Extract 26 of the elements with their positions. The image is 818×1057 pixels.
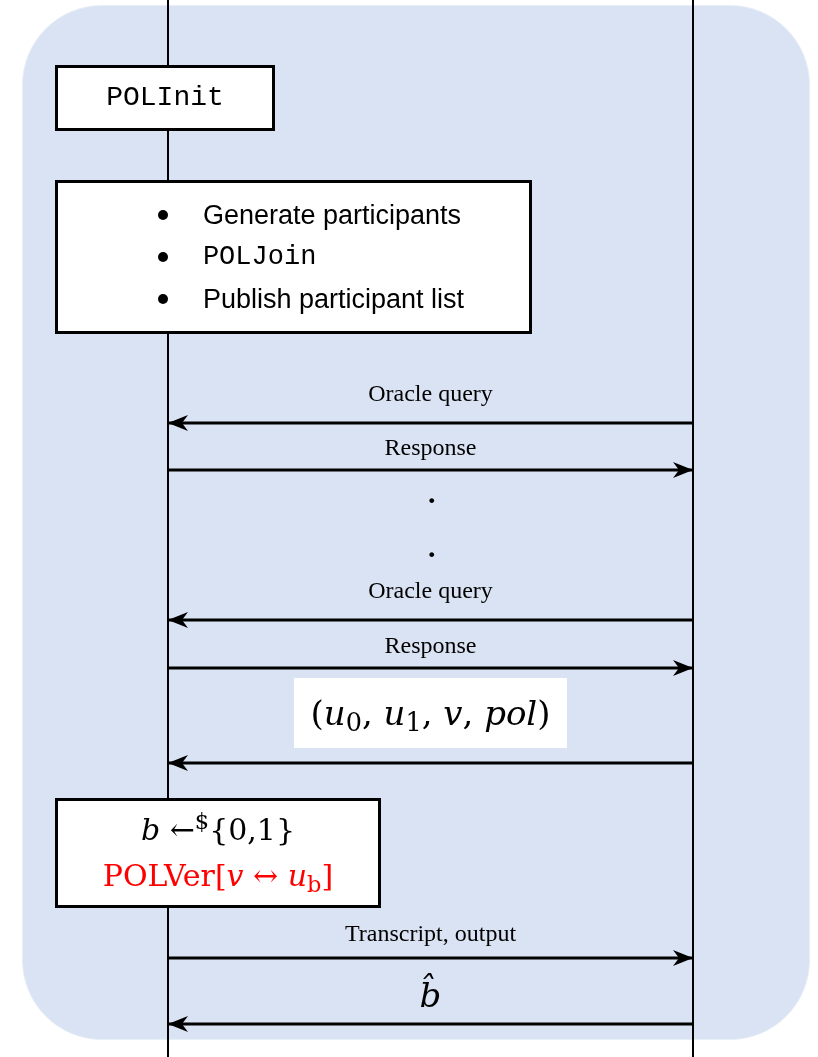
message-arrow (168, 755, 692, 771)
edge-label: Response (384, 433, 477, 462)
bullet-text: Publish participant list (202, 283, 465, 316)
message-arrow (169, 660, 693, 676)
formula-text: b ←$^{$}${0,1} (140, 807, 296, 849)
edge-label: Transcript, output (344, 919, 517, 948)
edge-label: (u$_{0}$, u$_{1}$, v, pol) (294, 678, 567, 748)
message-arrow (168, 1016, 692, 1032)
message-arrow (169, 462, 693, 478)
edge-label: Response (384, 631, 477, 660)
edge-label: Oracle query (368, 576, 493, 605)
step-label: POLInit (106, 81, 224, 115)
message-arrow (169, 950, 693, 966)
process-box (55, 798, 381, 908)
bullet-text: POLJoin (202, 241, 317, 274)
process-box (55, 180, 532, 334)
ellipsis-dot: . (428, 478, 436, 508)
edge-label: b̂ (419, 972, 442, 1017)
lifeline (692, 0, 694, 1057)
message-arrow (168, 612, 692, 628)
ellipsis-dot: . (428, 532, 436, 562)
edge-label: Oracle query (368, 379, 493, 408)
bullet-text: Generate participants (202, 199, 462, 232)
formula-text: POLVer[v ↔ u$_{b}$] (102, 857, 334, 899)
process-box (55, 65, 275, 131)
message-arrow (168, 415, 692, 431)
